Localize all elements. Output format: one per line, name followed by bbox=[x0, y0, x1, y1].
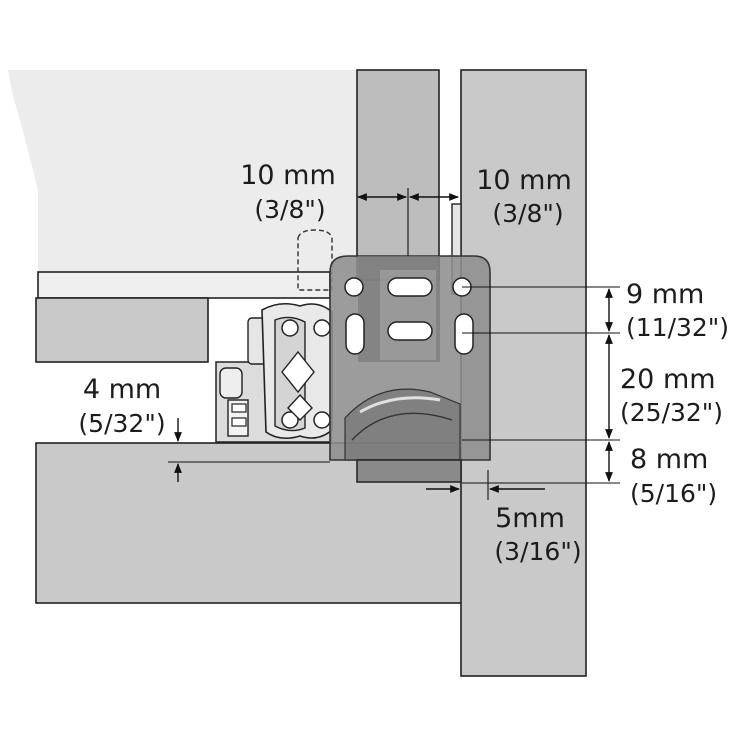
dim-top-left-imperial: (3/8") bbox=[254, 195, 325, 224]
dashed-pin-outline bbox=[297, 229, 333, 291]
dim-right-20-imperial: (25/32") bbox=[620, 398, 723, 427]
dim-bottom-5-metric: 5mm bbox=[495, 503, 565, 534]
slide-runner bbox=[215, 302, 333, 443]
dim-top-right: 10 mm (3/8") bbox=[409, 165, 572, 228]
dim-right-8: 8 mm (5/16") bbox=[605, 441, 717, 508]
dim-bottom-5-imperial: (3/16") bbox=[494, 537, 581, 566]
dim-right-9-metric: 9 mm bbox=[626, 279, 704, 310]
dim-left-4-imperial: (5/32") bbox=[78, 409, 165, 438]
bracket-bottom-plate bbox=[356, 459, 462, 483]
dim-right-20-metric: 20 mm bbox=[620, 364, 716, 395]
back-wall-panel bbox=[8, 70, 360, 272]
dim-left-4: 4 mm (5/32") bbox=[78, 374, 330, 482]
dim-bottom-5: 5mm (3/16") bbox=[426, 470, 582, 566]
dim-right-20: 20 mm (25/32") bbox=[605, 334, 723, 439]
mounting-bracket bbox=[329, 255, 491, 461]
dim-top-right-metric: 10 mm bbox=[476, 165, 572, 196]
dim-top-left-metric: 10 mm bbox=[240, 160, 336, 191]
dim-right-9: 9 mm (11/32") bbox=[605, 279, 729, 342]
dim-right-8-imperial: (5/16") bbox=[630, 479, 717, 508]
drawer-side-post bbox=[356, 69, 440, 281]
dim-right-8-metric: 8 mm bbox=[630, 444, 708, 475]
drawer-top-strip bbox=[37, 271, 331, 299]
drawer-side-block bbox=[35, 297, 209, 363]
dim-left-4-metric: 4 mm bbox=[83, 374, 161, 405]
dim-right-9-imperial: (11/32") bbox=[626, 313, 729, 342]
dim-top-left: 10 mm (3/8") bbox=[240, 160, 409, 256]
dim-top-right-imperial: (3/8") bbox=[492, 199, 563, 228]
